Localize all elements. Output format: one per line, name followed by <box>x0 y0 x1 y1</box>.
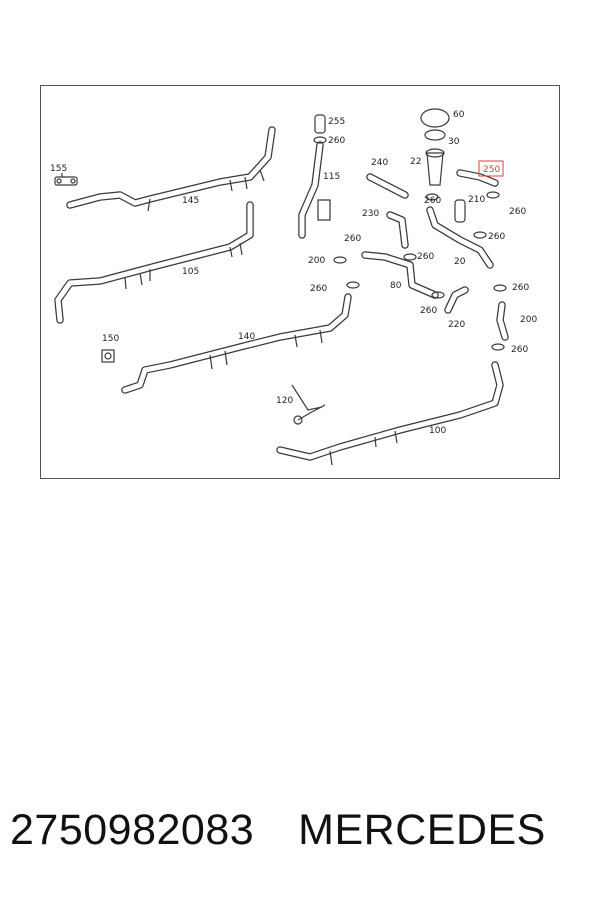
pipe-100 <box>276 361 504 466</box>
label-230: 230 <box>362 209 379 219</box>
parts-diagram: 60 30 255 260 240 22 250 155 115 145 230… <box>40 85 560 479</box>
hose-220 <box>444 286 469 314</box>
hose-200 <box>496 301 509 341</box>
pipe-80 <box>361 251 439 299</box>
part-20-210 <box>426 199 494 269</box>
part-240 <box>366 173 409 199</box>
label-260: 260 <box>512 283 529 293</box>
label-260: 260 <box>424 196 441 206</box>
label-140: 140 <box>238 332 255 342</box>
parts-diagram-svg: 60 30 255 260 240 22 250 155 115 145 230… <box>40 85 560 479</box>
label-240: 240 <box>371 158 388 168</box>
bracket-155 <box>54 173 78 186</box>
hose-250 <box>456 169 499 187</box>
label-22: 22 <box>410 157 421 167</box>
label-30: 30 <box>448 137 460 147</box>
label-260: 260 <box>328 136 345 146</box>
footer-caption: 2750982083 MERCEDES <box>10 800 590 860</box>
label-60: 60 <box>453 110 465 120</box>
pipe-145 <box>66 126 276 212</box>
brand-name: MERCEDES <box>298 805 546 854</box>
filler-assembly <box>420 108 450 186</box>
label-260: 260 <box>310 284 327 294</box>
label-250: 250 <box>483 165 500 175</box>
pipe-115 <box>298 141 331 239</box>
pipe-105 <box>54 201 254 324</box>
label-20: 20 <box>454 257 466 267</box>
part-labels: 60 30 255 260 240 22 250 155 115 145 230… <box>50 110 537 436</box>
label-260: 260 <box>420 306 437 316</box>
label-80: 80 <box>390 281 402 291</box>
label-260: 260 <box>511 345 528 355</box>
label-105: 105 <box>182 267 199 277</box>
part-230 <box>386 211 409 249</box>
bracket-120 <box>291 384 326 425</box>
label-260: 260 <box>488 232 505 242</box>
label-200: 200 <box>308 256 325 266</box>
label-120: 120 <box>276 396 293 406</box>
clamps <box>313 136 507 351</box>
part-number: 2750982083 <box>10 805 255 854</box>
highlight-box-250 <box>478 160 504 177</box>
label-260: 260 <box>344 234 361 244</box>
label-210: 210 <box>468 195 485 205</box>
label-145: 145 <box>182 196 199 206</box>
label-100: 100 <box>429 426 446 436</box>
part-255 <box>314 114 326 134</box>
label-115: 115 <box>323 172 340 182</box>
label-155: 155 <box>50 164 67 174</box>
label-220: 220 <box>448 320 465 330</box>
label-260: 260 <box>417 252 434 262</box>
label-200: 200 <box>520 315 537 325</box>
label-260: 260 <box>509 207 526 217</box>
pipe-140 <box>121 293 352 394</box>
bracket-150 <box>101 349 115 363</box>
label-255: 255 <box>328 117 345 127</box>
label-150: 150 <box>102 334 119 344</box>
diagram-frame <box>40 85 560 479</box>
